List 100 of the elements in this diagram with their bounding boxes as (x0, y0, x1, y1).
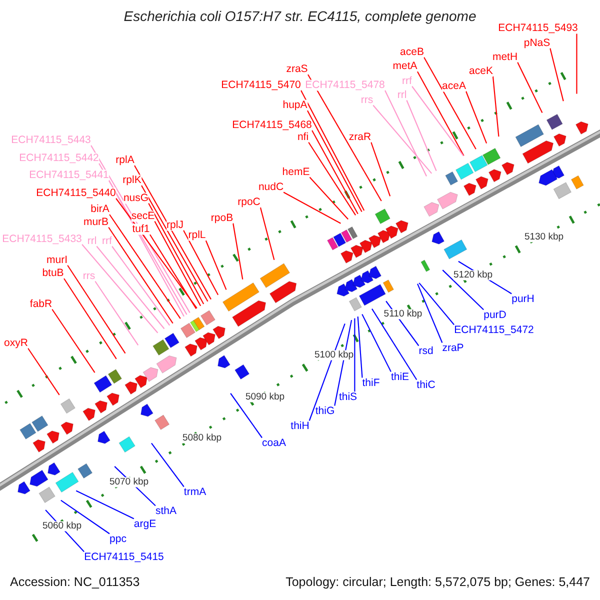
leader-line (576, 33, 578, 94)
leader-line (112, 246, 170, 326)
gene-label: ECH74115_5468 (232, 120, 312, 130)
leader-line (94, 280, 139, 346)
leader-line (442, 270, 484, 310)
leader-line (550, 48, 564, 102)
gene-label: aceK (469, 66, 493, 76)
leader-line (205, 240, 227, 290)
leader-line (517, 62, 543, 113)
gene-label: rrs (360, 94, 374, 106)
leader-line (151, 442, 184, 488)
leader-line (416, 70, 464, 156)
gene-label: ECH74115_5441 (29, 170, 109, 180)
gene-label: nudC (258, 182, 284, 192)
leader-line (357, 316, 363, 378)
gene-label: murI (46, 254, 68, 266)
leader-line (63, 278, 117, 360)
leader-line (28, 348, 60, 396)
leader-line (384, 90, 428, 176)
leader-line (412, 86, 464, 156)
leader-line (60, 500, 110, 534)
leader-line (148, 202, 204, 304)
leader-line (306, 110, 362, 212)
leader-line (154, 220, 202, 306)
scale-label: 5100 kbp (314, 350, 354, 360)
leader-line (283, 192, 341, 224)
gene-label: hemE (282, 166, 310, 178)
gene-label: thiC (416, 380, 436, 390)
gene-label: ppc (110, 534, 126, 544)
scale-label: 5110 kbp (384, 309, 422, 319)
leader-line (140, 184, 208, 302)
leader-line (417, 284, 443, 343)
leader-line (372, 308, 418, 380)
gene-label: zraP (442, 342, 464, 354)
gene-label: thiG (315, 406, 335, 416)
gene-label: ECH74115_5442 (19, 152, 99, 164)
leader-line (354, 318, 356, 392)
leader-line (182, 230, 219, 296)
gene-label: rpoB (210, 212, 234, 224)
leader-line (311, 130, 358, 214)
gene-label: sthA (156, 506, 176, 516)
gene-label: coaA (262, 438, 286, 448)
gene-label: ECH74115_5478 (305, 80, 385, 90)
gene-label: aceA (442, 80, 466, 92)
leader-line (90, 144, 190, 313)
leader-line (424, 56, 476, 150)
leader-line (307, 74, 382, 202)
gene-label: rplL (188, 230, 206, 240)
leader-line (362, 314, 392, 372)
gene-label: rrf (402, 76, 412, 86)
gene-label: zraR (348, 132, 372, 142)
gene-label: ECH74115_5443 (11, 134, 91, 146)
gene-label: trmA (184, 486, 206, 498)
gene-label: rplJ (166, 220, 184, 230)
leader-line (300, 90, 365, 211)
leader-line (232, 223, 244, 280)
accession-text: Accession: NC_011353 (10, 576, 140, 590)
leader-line (81, 244, 158, 334)
gene-label: rrl (87, 236, 97, 246)
gene-label: nfi (297, 132, 309, 142)
gene-label: aceB (400, 46, 424, 58)
gene-label: rplK (122, 174, 142, 186)
leader-line (76, 490, 134, 520)
gene-label: pNaS (524, 38, 550, 48)
leader-line (98, 162, 188, 315)
gene-label: nusG (123, 192, 149, 204)
leader-line (108, 226, 174, 324)
gene-label: rrf (102, 236, 112, 246)
gene-label: rrl (397, 90, 407, 100)
gene-label: metH (492, 52, 518, 62)
gene-label: ECH74115_5472 (454, 324, 534, 336)
gene-label: fabR (30, 298, 52, 310)
leader-line (230, 393, 262, 438)
gene-label: rsd (418, 346, 434, 356)
leader-line (465, 91, 488, 144)
gene-label: thiE (390, 372, 410, 382)
leader-line (370, 142, 391, 196)
gene-label: ECH74115_5433 (2, 234, 82, 244)
leader-line (115, 198, 198, 309)
scale-label: 5080 kbp (182, 433, 222, 443)
gene-label: thiS (338, 392, 358, 402)
gene-label: oxyR (4, 338, 28, 348)
gene-label: purH (512, 294, 534, 304)
gene-label: secE (131, 210, 155, 222)
gene-label: btuB (42, 268, 64, 278)
gene-label: ECH74115_5415 (84, 552, 164, 562)
scale-label: 5070 kbp (109, 477, 149, 487)
leader-line (309, 176, 348, 220)
leader-line (334, 320, 352, 406)
leader-line (149, 234, 197, 309)
scale-label: 5130 kbp (524, 232, 564, 242)
gene-label: rpoC (238, 196, 260, 208)
gene-label: thiH (290, 420, 310, 432)
leader-line (108, 214, 181, 319)
genome-stats-text: Topology: circular; Length: 5,572,075 bp; Genes: 5,447 (286, 576, 590, 590)
leader-line (492, 76, 500, 137)
gene-label: ECH74115_5440 (36, 188, 116, 198)
leader-line (418, 282, 455, 326)
leader-line (372, 104, 432, 174)
gene-label: thiF (362, 378, 380, 388)
